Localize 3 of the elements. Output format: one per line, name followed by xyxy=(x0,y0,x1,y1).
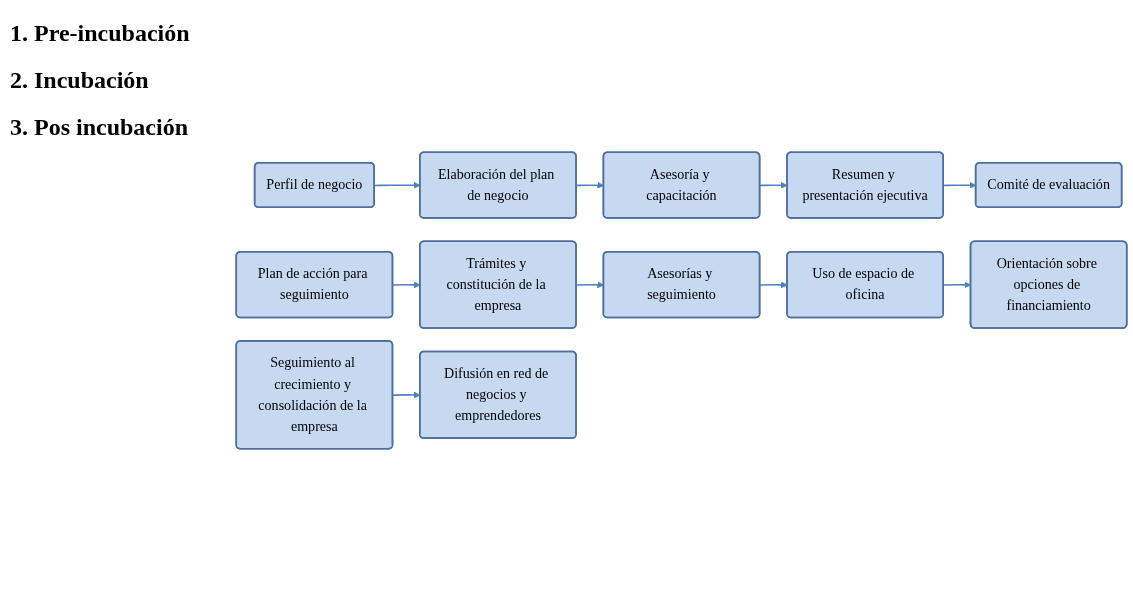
stage-heading: 2. Incubación xyxy=(10,67,150,94)
stage-heading: 3. Pos incubación xyxy=(10,114,190,141)
stage-heading: 1. Pre-incubación xyxy=(10,20,191,47)
